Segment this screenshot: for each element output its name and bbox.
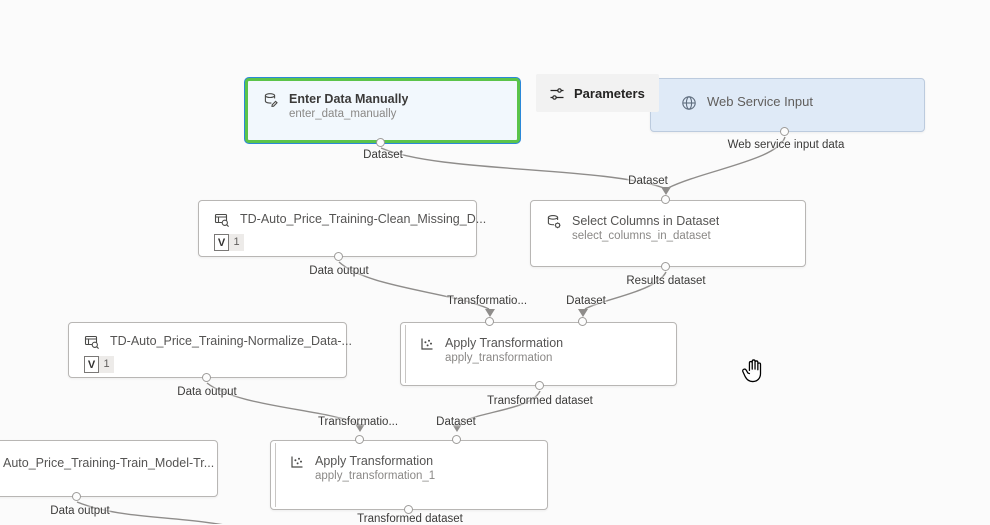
scatter-chart-icon [289,454,305,470]
node-train-model[interactable]: Auto_Price_Training-Train_Model-Tr... [0,440,218,497]
edge-selectcolumns-to-applytransformation [584,271,667,310]
parameters-button[interactable]: Parameters [536,74,659,112]
port-label-transformation-input: Transformatio... [446,295,528,307]
database-edit-icon [263,92,279,108]
node-subtitle: enter_data_manually [289,108,397,120]
output-port-train-model[interactable] [72,492,81,501]
node-title: Select Columns in Dataset [572,214,720,228]
edge-cleanmissing-to-applytransformation [338,261,490,310]
port-label-transformed-dataset: Transformed dataset [357,513,463,525]
dataset-search-icon [214,212,230,228]
input-port-at1-dataset[interactable] [452,435,461,444]
input-port-at-transformation[interactable] [485,317,494,326]
port-label-data-output: Data output [50,505,110,517]
node-title: TD-Auto_Price_Training-Clean_Missing_D..… [240,212,487,226]
node-subtitle: apply_transformation [445,352,553,364]
node-enter-data-manually[interactable]: Enter Data Manually enter_data_manually [245,78,520,143]
node-td-normalize-data[interactable]: TD-Auto_Price_Training-Normalize_Data-..… [68,322,352,378]
arrowhead [485,309,495,317]
output-port-select-columns[interactable] [661,262,670,271]
hand-cursor-icon [740,357,766,390]
arrowhead [355,424,365,432]
node-web-service-input[interactable]: Web Service Input [650,78,925,132]
arrowhead [452,424,462,432]
output-port-normalize[interactable] [202,373,211,382]
port-label-results-dataset: Results dataset [626,275,706,287]
input-port-at-dataset[interactable] [578,317,587,326]
node-subtitle: select_columns_in_dataset [572,230,711,242]
port-label-transformation-input: Transformatio... [317,416,399,428]
node-title: Enter Data Manually [289,92,409,106]
port-label-transformed-dataset: Transformed dataset [487,395,593,407]
globe-icon [681,95,697,111]
node-subtitle: apply_transformation_1 [315,470,436,482]
edge-trainmodel-to-offscreen [76,501,223,524]
input-port-at1-transformation[interactable] [355,435,364,444]
arrowhead [661,187,671,195]
node-apply-transformation[interactable]: Apply Transformation apply_transformatio… [400,322,677,386]
port-label-data-output: Data output [309,265,369,277]
database-gear-icon [546,214,562,230]
node-apply-transformation-1[interactable]: Apply Transformation apply_transformatio… [270,440,548,510]
node-title: Web Service Input [707,94,813,109]
edge-enterdata-to-selectcolumns [380,147,665,189]
node-title: TD-Auto_Price_Training-Normalize_Data-..… [110,334,352,348]
parameters-label: Parameters [574,85,645,101]
node-td-clean-missing-data[interactable]: TD-Auto_Price_Training-Clean_Missing_D..… [198,200,486,257]
node-title: Auto_Price_Training-Train_Model-Tr... [3,456,215,470]
node-title: Apply Transformation [315,454,434,468]
edge-webservice-to-selectcolumns [667,136,786,189]
output-port-clean-missing[interactable] [334,252,343,261]
port-label-dataset-input: Dataset [628,175,668,187]
scatter-chart-icon [419,336,435,352]
sliders-icon [549,86,565,102]
port-label-dataset: Dataset [363,149,403,161]
port-label-dataset-input: Dataset [566,295,606,307]
edge-normalize-to-applytransformation1 [206,382,360,425]
node-select-columns-in-dataset[interactable]: Select Columns in Dataset select_columns… [530,200,806,267]
output-port-web-service[interactable] [780,127,789,136]
output-port-apply-transformation-1[interactable] [404,505,413,514]
port-label-web-service-input-data: Web service input data [727,139,845,151]
output-port-enter-data[interactable] [376,138,385,147]
node-title: Apply Transformation [445,336,564,350]
input-port-select-columns-dataset[interactable] [661,195,670,204]
edge-applytransformation-to-applytransformation1 [458,390,541,425]
dataset-search-icon [84,334,100,350]
output-port-apply-transformation[interactable] [535,381,544,390]
port-label-data-output: Data output [177,386,237,398]
arrowhead [578,309,588,317]
port-label-dataset-input: Dataset [436,416,476,428]
